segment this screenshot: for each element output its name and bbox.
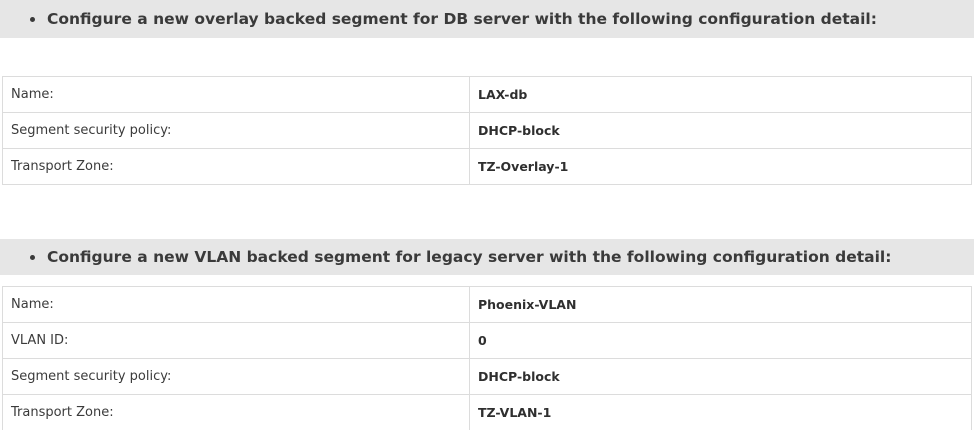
section-heading-text: Configure a new VLAN backed segment for …: [47, 248, 892, 266]
row-label: VLAN ID:: [2, 322, 470, 359]
row-label: Name:: [2, 76, 470, 113]
row-value: 0: [469, 322, 972, 359]
row-label: Segment security policy:: [2, 112, 470, 149]
table-row: Segment security policy: DHCP-block: [2, 358, 972, 395]
row-value: Phoenix-VLAN: [469, 286, 972, 323]
row-label: Name:: [2, 286, 470, 323]
section-heading-overlay-segment: Configure a new overlay backed segment f…: [0, 0, 974, 38]
section-heading-text: Configure a new overlay backed segment f…: [47, 10, 877, 28]
table-row: Name: LAX-db: [2, 76, 972, 113]
table-row: Segment security policy: DHCP-block: [2, 112, 972, 149]
row-label: Transport Zone:: [2, 394, 470, 430]
row-label: Transport Zone:: [2, 148, 470, 185]
section-heading-vlan-segment: Configure a new VLAN backed segment for …: [0, 239, 974, 275]
row-value: LAX-db: [469, 76, 972, 113]
vlan-segment-config-table: Name: Phoenix-VLAN VLAN ID: 0 Segment se…: [2, 286, 972, 430]
bullet-icon: [30, 16, 35, 22]
row-value: DHCP-block: [469, 358, 972, 395]
bullet-icon: [30, 254, 35, 260]
table-row: Transport Zone: TZ-Overlay-1: [2, 148, 972, 185]
row-value: TZ-Overlay-1: [469, 148, 972, 185]
overlay-segment-config-table: Name: LAX-db Segment security policy: DH…: [2, 76, 972, 185]
row-label: Segment security policy:: [2, 358, 470, 395]
table-row: Transport Zone: TZ-VLAN-1: [2, 394, 972, 430]
row-value: TZ-VLAN-1: [469, 394, 972, 430]
table-row: Name: Phoenix-VLAN: [2, 286, 972, 323]
row-value: DHCP-block: [469, 112, 972, 149]
table-row: VLAN ID: 0: [2, 322, 972, 359]
